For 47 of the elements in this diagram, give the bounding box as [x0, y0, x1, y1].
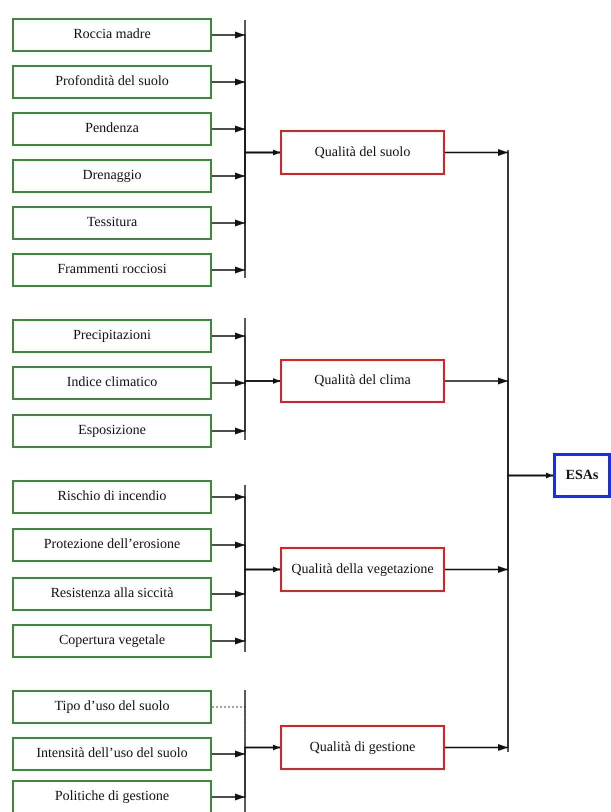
factor-box — [12, 528, 212, 562]
arrow — [212, 150, 280, 274]
arrow — [212, 378, 280, 434]
arrow — [212, 566, 280, 644]
factor-box — [12, 690, 212, 724]
node-label: Rischio di incendio — [58, 489, 166, 505]
factor-box — [12, 780, 212, 812]
factor-box — [12, 253, 212, 287]
quality-box — [280, 547, 445, 592]
factor-box — [12, 65, 212, 99]
quality-box — [280, 725, 445, 770]
node-label: Profondità del suolo — [55, 74, 169, 90]
factor-box — [12, 737, 212, 771]
factor-box — [12, 480, 212, 514]
factor-box — [12, 206, 212, 240]
factor-box — [12, 112, 212, 146]
node-label: Pendenza — [85, 121, 139, 137]
node-label: Drenaggio — [82, 168, 142, 184]
node-label: Indice climatico — [66, 375, 158, 391]
node-label: Qualità del suolo — [314, 144, 410, 160]
factor-box — [12, 577, 212, 611]
factor-box — [12, 159, 212, 193]
quality-box — [280, 359, 445, 403]
arrow — [445, 472, 553, 751]
node-label: Copertura vegetale — [58, 633, 166, 649]
node-label: Roccia madre — [73, 27, 151, 43]
node-label: Frammenti rocciosi — [57, 262, 167, 278]
factor-box — [12, 366, 212, 400]
node-label: Qualità del clima — [314, 373, 411, 389]
node-label: Esposizione — [78, 423, 146, 439]
node-label: Intensità dell’uso del suolo — [36, 746, 188, 762]
node-label: Tipo d’uso del suolo — [54, 699, 170, 715]
node-label: Protezione dell’erosione — [44, 537, 180, 553]
node-label: Qualità della vegetazione — [291, 562, 434, 578]
factor-box — [12, 624, 212, 658]
arrow — [212, 744, 280, 800]
node-label: Precipitazioni — [73, 328, 151, 344]
factor-box — [12, 18, 212, 52]
node-label: ESAs — [566, 468, 598, 484]
node-label: Tessitura — [86, 215, 138, 231]
node-label: Resistenza alla siccità — [50, 586, 174, 602]
quality-box — [280, 130, 445, 175]
factor-box — [12, 319, 212, 353]
node-label: Qualità di gestione — [310, 740, 416, 756]
factor-box — [12, 414, 212, 448]
node-label: Politiche di gestione — [54, 789, 170, 805]
result-box — [553, 453, 611, 498]
